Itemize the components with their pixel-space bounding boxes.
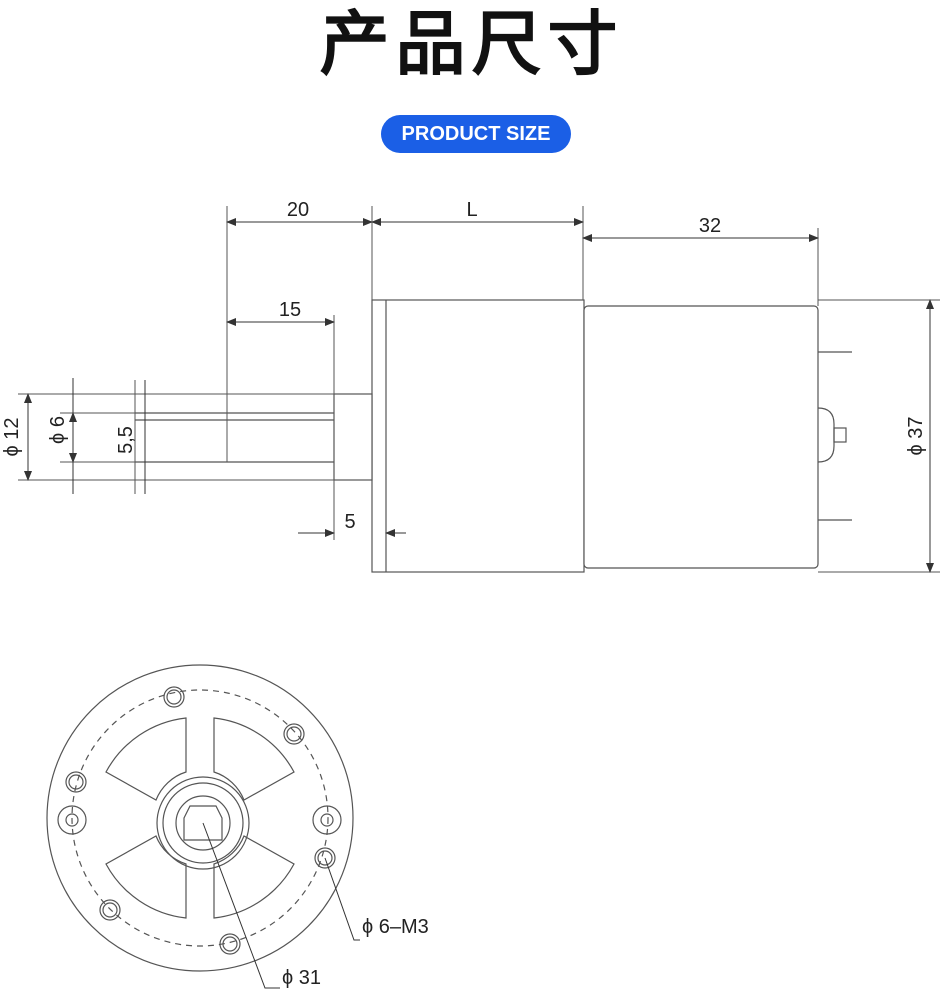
- dim-label-5-5: 5,5: [115, 426, 137, 454]
- dim-label-phi6: ϕ 6: [47, 416, 69, 444]
- dim-label-phi12: ϕ 12: [1, 417, 23, 456]
- front-view: [46, 664, 354, 972]
- label-hole-circle: ϕ 31: [282, 967, 321, 989]
- leader-mount-holes: [324, 857, 360, 941]
- bolt-circle: [71, 689, 329, 947]
- dim-label-5: 5: [344, 511, 355, 533]
- product-size-badge: PRODUCT SIZE: [381, 115, 571, 153]
- flange-outline: [46, 664, 354, 972]
- dim-label-L: L: [466, 199, 477, 221]
- side-view: [135, 299, 852, 573]
- label-mount-holes: ϕ 6–M3: [362, 916, 429, 938]
- dim-label-phi37: ϕ 37: [905, 416, 927, 455]
- page-title: 产品尺寸: [319, 3, 624, 85]
- dim-label-32: 32: [699, 215, 721, 237]
- dim-label-20: 20: [287, 199, 309, 221]
- dim-label-15: 15: [279, 299, 301, 321]
- gearbox-body: [371, 299, 585, 573]
- motor-body: [583, 305, 819, 569]
- leader-hole-circle: [202, 822, 280, 989]
